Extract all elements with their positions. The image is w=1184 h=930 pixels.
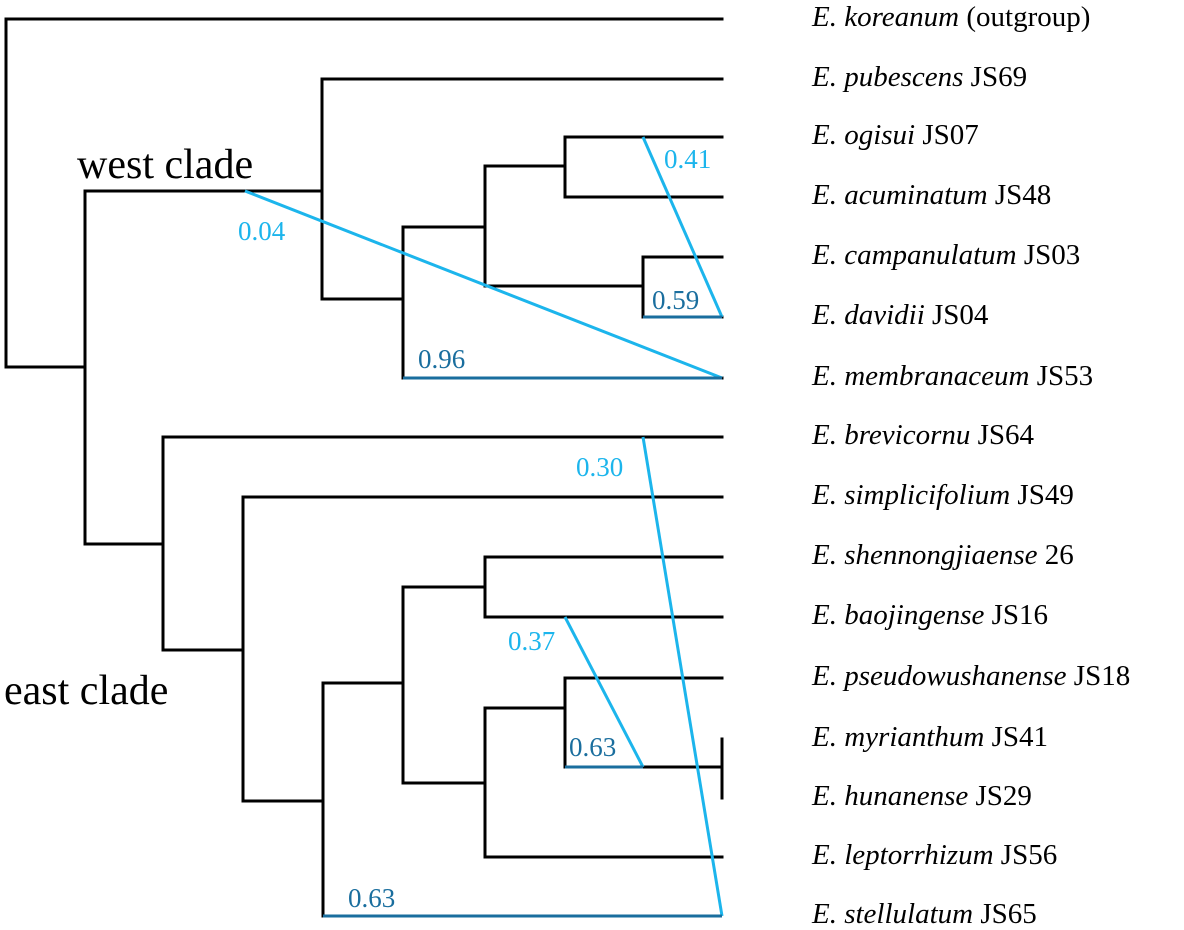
east-clade-branch — [161, 435, 724, 652]
value-east-light-2: 0.37 — [508, 626, 555, 656]
value-east-light-1: 0.30 — [576, 452, 623, 482]
reticulation-edges — [244, 136, 724, 918]
value-east-dark-2: 0.63 — [569, 732, 616, 762]
west-clade-branch — [320, 77, 724, 301]
taxon-label: E. pseudowushanense JS18 — [811, 660, 1130, 692]
value-east-dark-1: 0.63 — [348, 883, 395, 913]
taxon-label: E. leptorrhizum JS56 — [811, 839, 1057, 871]
hybrid-edge-west-1 — [244, 189, 723, 380]
taxon-label: E. acuminatum JS48 — [811, 179, 1051, 211]
ingroup-branch — [83, 189, 324, 546]
taxon-label: E. myrianthum JS41 — [811, 721, 1048, 753]
taxon-label: E. brevicornu JS64 — [811, 419, 1035, 451]
taxon-label: E. hunanense JS29 — [811, 780, 1032, 812]
taxon-label: E. stellulatum JS65 — [811, 898, 1037, 930]
hybrid-edge-west-2 — [641, 136, 724, 318]
taxon-label: E. simplicifolium JS49 — [811, 479, 1074, 511]
east-clade-label: east clade — [4, 668, 168, 714]
taxon-label: E. pubescens JS69 — [811, 61, 1027, 93]
hybrid-edge-east-1 — [641, 436, 724, 917]
taxon-label: E. shennongjiaense 26 — [811, 539, 1074, 571]
value-west-dark-2: 0.59 — [652, 285, 699, 315]
east-inner-branch — [241, 495, 724, 803]
shennongjiaense-baojingense-branch — [483, 555, 724, 619]
pseudowushanense-group-branch — [483, 706, 724, 859]
taxon-label: E. baojingense JS16 — [811, 599, 1048, 631]
root-branch — [4, 17, 724, 369]
inheritance-values: 0.04 0.41 0.96 0.59 0.30 0.37 0.63 0.63 — [238, 144, 711, 913]
west-clade-label: west clade — [77, 142, 253, 188]
ogisui-group-branch — [483, 164, 645, 288]
taxon-label: E. ogisui JS07 — [811, 119, 979, 151]
value-west-dark-1: 0.96 — [418, 344, 465, 374]
taxon-labels: E. koreanum (outgroup) E. pubescens JS69… — [811, 1, 1130, 930]
pseudowushanense-branch — [563, 676, 724, 769]
tree-branches — [4, 17, 724, 918]
taxon-label: E. membranaceum JS53 — [811, 360, 1093, 392]
east-subclade-branch — [321, 681, 405, 918]
value-west-light-2: 0.41 — [664, 144, 711, 174]
taxon-label: E. davidii JS04 — [811, 299, 989, 331]
taxon-label: E. koreanum (outgroup) — [811, 1, 1090, 33]
hybrid-edge-east-2 — [563, 616, 645, 768]
value-west-light-1: 0.04 — [238, 216, 286, 246]
shennongjiaense-group-branch — [401, 585, 487, 785]
taxon-label: E. campanulatum JS03 — [811, 239, 1080, 271]
